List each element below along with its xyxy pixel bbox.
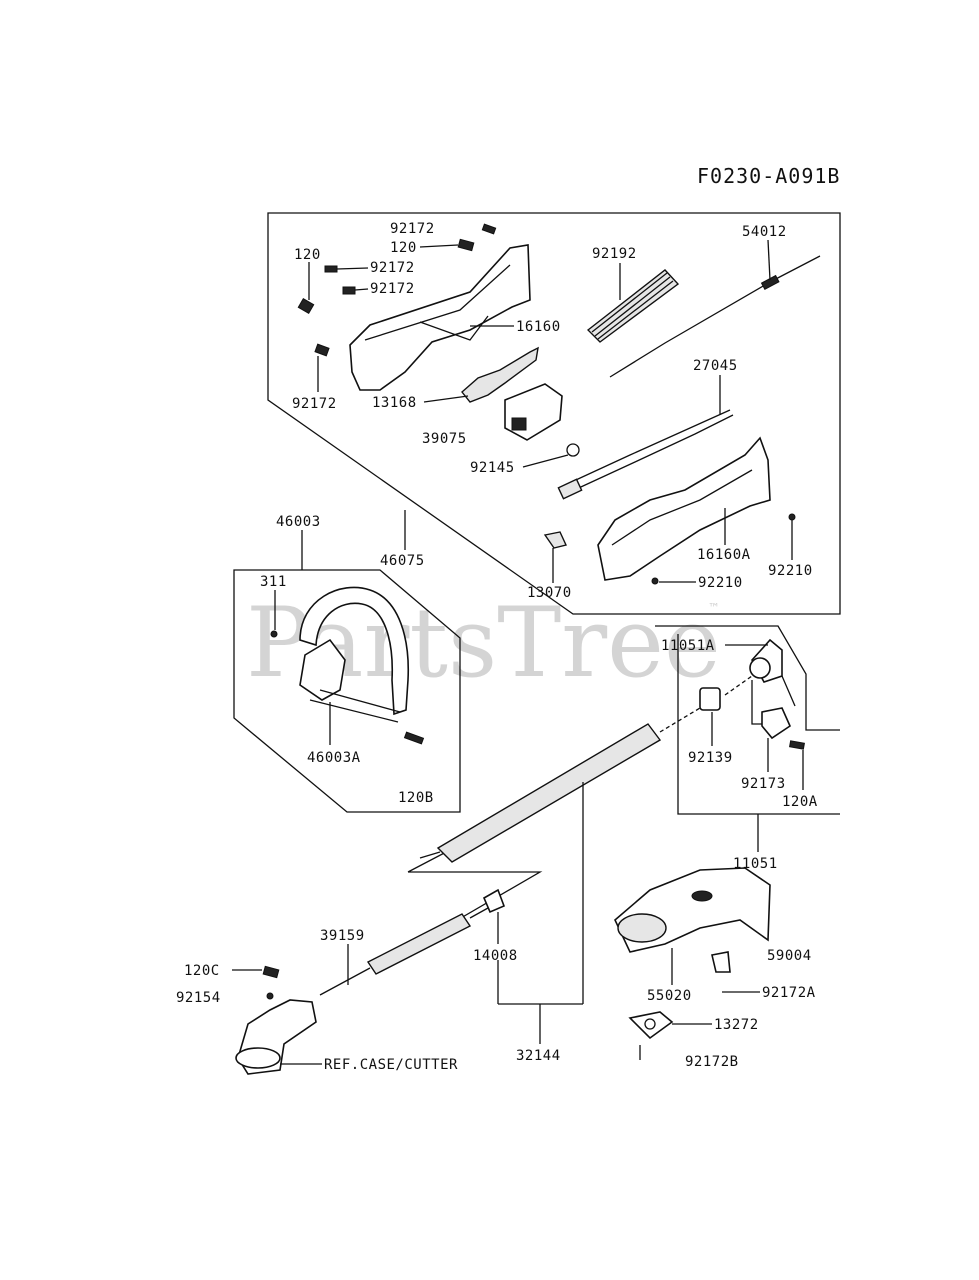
connector-13070-part (543, 531, 567, 549)
handle-half-a-part (597, 436, 771, 581)
watermark-trademark: ™ (708, 601, 720, 615)
label-27045: 27045 (693, 358, 738, 374)
label-13272: 13272 (714, 1017, 759, 1033)
bolt-120C (262, 965, 280, 979)
label-16160A: 16160A (697, 547, 751, 563)
leader-lines (232, 239, 804, 1065)
throttle-lever-part (461, 346, 539, 403)
label-46003: 46003 (276, 514, 321, 530)
plate-13272-part (628, 1011, 674, 1040)
bolt-120B (403, 731, 425, 745)
label-92172B: 92172B (685, 1054, 739, 1070)
label-16160: 16160 (516, 319, 561, 335)
label-13168: 13168 (372, 395, 417, 411)
label-55020: 55020 (647, 988, 692, 1004)
label-39075: 39075 (422, 431, 467, 447)
label-92192: 92192 (592, 246, 637, 262)
label-92172: 92172 (390, 221, 435, 237)
label-92172: 92172 (370, 281, 415, 297)
label-120C: 120C (184, 963, 220, 979)
shaft-tube-part (436, 723, 662, 863)
group-outline-loop-handle (233, 569, 461, 813)
loop-handle-part (299, 586, 410, 716)
label-46075: 46075 (380, 553, 425, 569)
group-outline-handle (267, 212, 841, 615)
label-92172: 92172 (370, 260, 415, 276)
label-120A: 120A (782, 794, 818, 810)
throttle-cable-part (609, 255, 821, 378)
loop-clamp-part (299, 638, 346, 701)
drive-shaft-part (366, 913, 472, 975)
label-120: 120 (390, 240, 417, 256)
nut-92210-right (788, 513, 796, 521)
label-92172A: 92172A (762, 985, 816, 1001)
nut-92154 (266, 992, 274, 1000)
group-outline-clamp-lower (677, 634, 840, 815)
label-92145: 92145 (470, 460, 515, 476)
label-92154: 92154 (176, 990, 221, 1006)
bracket-92172A (711, 951, 731, 973)
label-311: 311 (260, 574, 287, 590)
screw-120-top (457, 238, 475, 252)
screw-92172-mid (324, 265, 338, 273)
handle-half-part (349, 244, 531, 391)
label-13070: 13070 (527, 585, 572, 601)
nut-92210-left (651, 577, 659, 585)
throttle-holder-part (504, 383, 563, 441)
label-120B: 120B (398, 790, 434, 806)
bolt-120A (789, 740, 805, 750)
bushing-14008-part (482, 888, 506, 914)
label-11051: 11051 (733, 856, 778, 872)
label-ref-case-cutter: REF.CASE/CUTTER (324, 1057, 458, 1073)
label-14008: 14008 (473, 948, 518, 964)
label-59004: 59004 (767, 948, 812, 964)
label-39159: 39159 (320, 928, 365, 944)
label-92210: 92210 (698, 575, 743, 591)
label-92172: 92172 (292, 396, 337, 412)
group-outline-clamp (655, 625, 840, 731)
label-92173: 92173 (741, 776, 786, 792)
bushing-92139-part (699, 687, 721, 711)
screw-92172-left (314, 343, 330, 357)
screw-92172-top (481, 223, 497, 235)
label-32144: 32144 (516, 1048, 561, 1064)
screw-92172-lower (342, 286, 356, 295)
group-outline-shaft (407, 739, 661, 937)
wire-harness-part (564, 409, 734, 493)
clamp-bottom-part (761, 707, 792, 740)
label-92139: 92139 (688, 750, 733, 766)
label-46003A: 46003A (307, 750, 361, 766)
diagram-code: F0230-A091B (697, 164, 840, 188)
label-120: 120 (294, 247, 321, 263)
screw-120-left (297, 297, 315, 315)
spring-part (566, 443, 580, 457)
label-92210: 92210 (768, 563, 813, 579)
nut-311 (270, 630, 278, 638)
label-11051A: 11051A (661, 638, 715, 654)
label-54012: 54012 (742, 224, 787, 240)
